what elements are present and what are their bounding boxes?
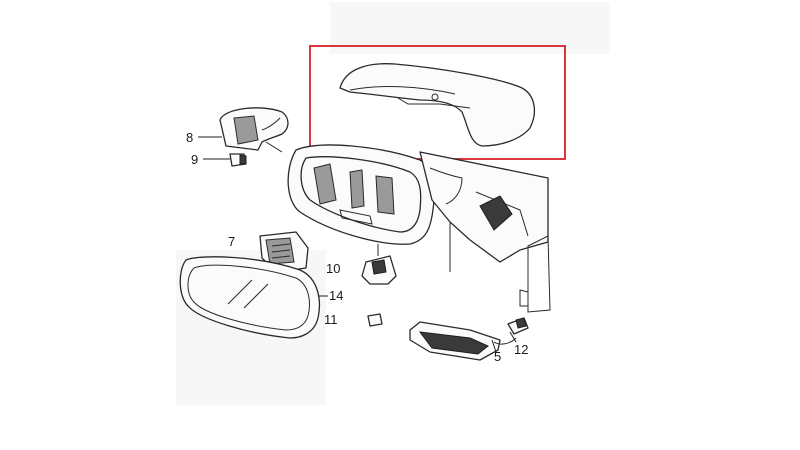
label-9: 9 [191, 152, 198, 167]
mirror-cover [339, 63, 536, 147]
part-10-socket [361, 244, 397, 285]
label-12: 12 [514, 342, 528, 357]
mirror-base [419, 151, 551, 313]
part-5-connector [409, 321, 517, 361]
leader-12 [509, 331, 517, 343]
part-9-bulb [229, 153, 247, 167]
part-8-bracket [219, 107, 289, 151]
leader-housing-8 [265, 141, 283, 153]
part-14-mirror-glass [179, 256, 321, 339]
leader-5 [491, 339, 497, 353]
mirror-housing [287, 144, 436, 245]
label-14: 14 [329, 288, 343, 303]
label-10: 10 [326, 261, 340, 276]
label-5: 5 [494, 349, 501, 364]
label-11: 11 [324, 312, 338, 327]
label-8: 8 [186, 130, 193, 145]
label-7: 7 [228, 234, 235, 249]
part-12-cable-plug [507, 317, 529, 335]
part-11-plug [367, 313, 383, 327]
